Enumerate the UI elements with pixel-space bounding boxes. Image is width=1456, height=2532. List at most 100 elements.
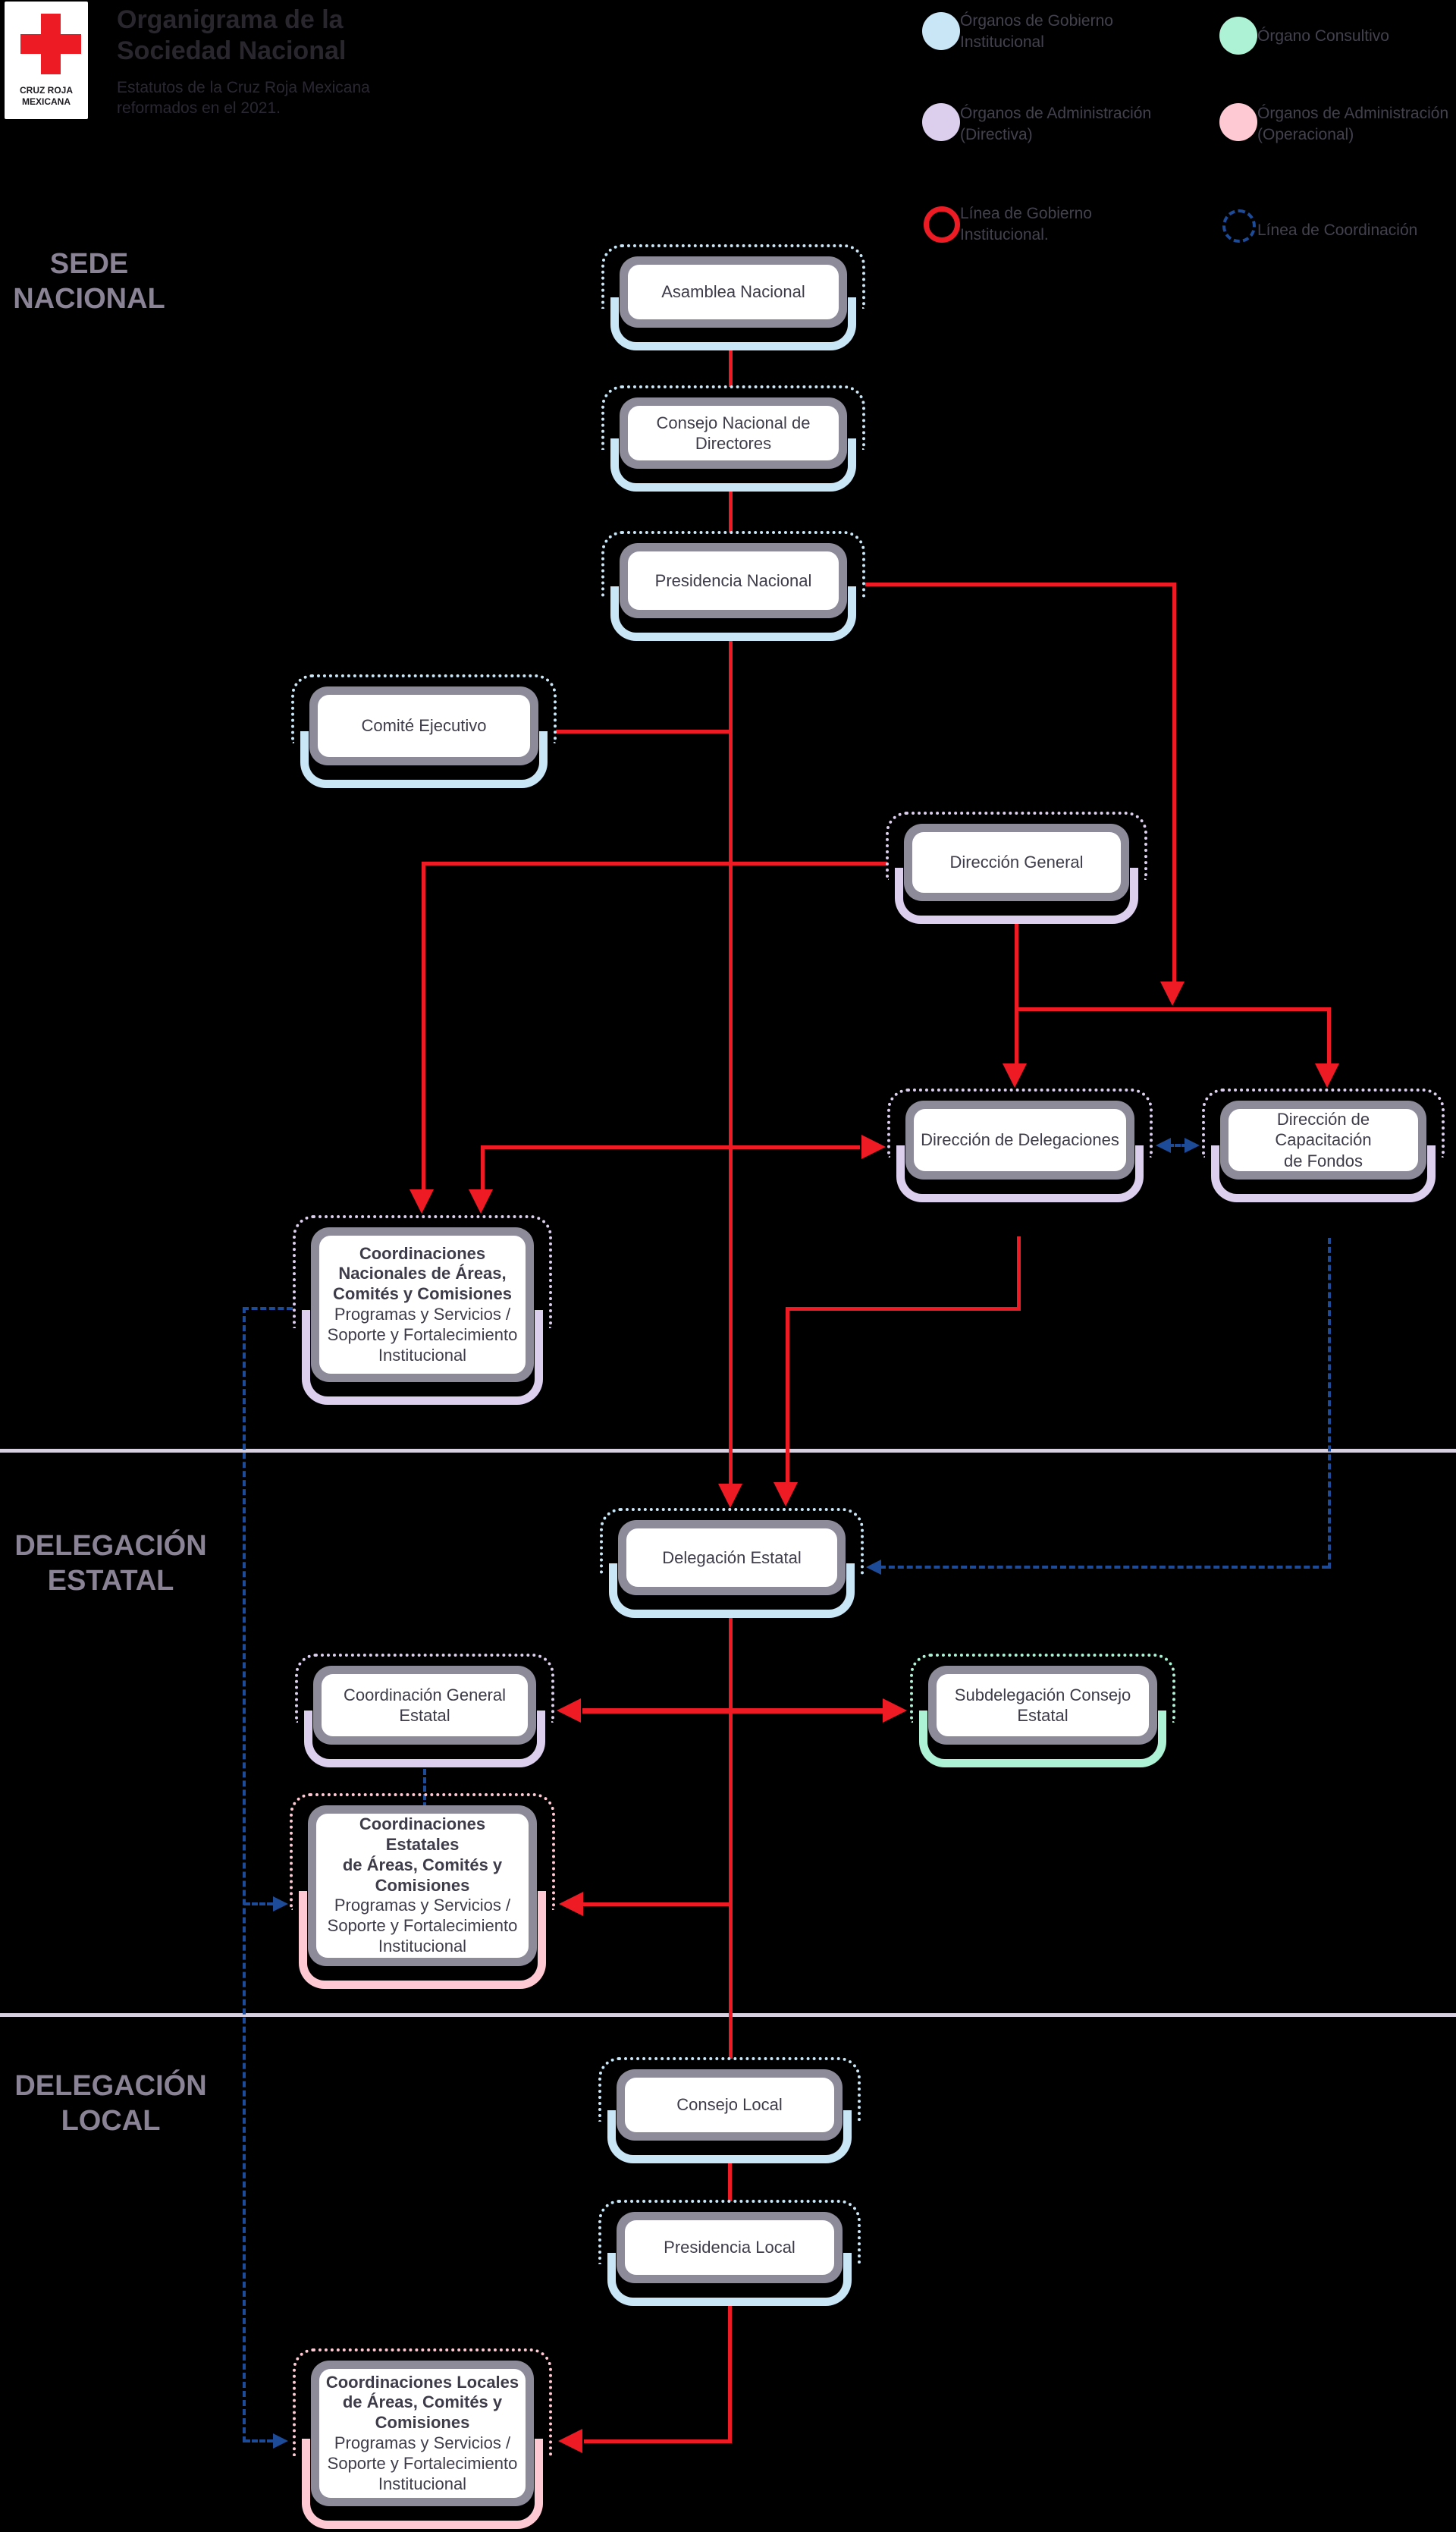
node-label: Dirección General xyxy=(949,853,1084,872)
section-divider xyxy=(0,1449,1456,1453)
section-label-sede-nacional: SEDE NACIONAL xyxy=(13,248,165,315)
edge-coordinacion-subdelegacion xyxy=(582,1708,883,1714)
node-label: Consejo Local xyxy=(676,2095,783,2115)
coord-left-spine xyxy=(243,1307,246,2442)
node-title: Coordinaciones Nacionales de Áreas, Comi… xyxy=(333,1243,512,1304)
legend-ring-gobierno-line-icon xyxy=(924,206,960,243)
legend-dot-consultivo-icon xyxy=(1219,17,1257,55)
legend-label: Órganos de Gobierno Institucional xyxy=(960,12,1113,52)
node-label: Consejo Nacional de Directores xyxy=(656,413,811,454)
page-title: Organigrama de la Sociedad Nacional xyxy=(117,5,347,66)
cruz-roja-logo: CRUZ ROJA MEXICANA xyxy=(5,2,88,119)
coord-capacitacion-down xyxy=(1328,1238,1331,1569)
edge-delegaciones-delegacion-estatal xyxy=(786,1307,789,1484)
edge-delegaciones-coordinaciones-bus xyxy=(481,1145,860,1149)
legend-ring-coordinacion-line-icon xyxy=(1222,209,1256,243)
node-subdelegacion-consejo-estatal: Subdelegación Consejo Estatal xyxy=(910,1654,1175,1767)
section-divider xyxy=(0,2013,1456,2017)
edge-into-coordinaciones-estatales xyxy=(580,1902,732,1906)
section-label-delegacion-estatal: DELEGACIÓN ESTATAL xyxy=(14,1530,207,1597)
coord-general-estatal-down xyxy=(423,1769,426,1808)
node-label: Asamblea Nacional xyxy=(661,282,805,302)
edge-presidencia-right xyxy=(865,583,1176,586)
edge-presidencia-delegacion-estatal xyxy=(729,639,733,1484)
legend-label: Órganos de Administración (Operacional) xyxy=(1257,105,1449,144)
edge-delegacion-estatal-consejo-local xyxy=(729,1618,733,2059)
node-delegacion-estatal: Delegación Estatal xyxy=(600,1508,864,1618)
node-label: Coordinación General Estatal xyxy=(343,1685,507,1726)
legend-dot-directiva-icon xyxy=(922,103,960,141)
edge-consejo-presidencia-local xyxy=(728,2163,732,2201)
node-label: Subdelegación Consejo Estatal xyxy=(954,1685,1131,1726)
node-coordinaciones-nacionales: Coordinaciones Nacionales de Áreas, Comi… xyxy=(293,1215,552,1405)
arrow-into-coordinacion-general-estatal xyxy=(557,1698,581,1723)
edge-direccion-general-delegaciones xyxy=(1015,922,1018,1065)
red-cross-icon xyxy=(20,34,81,54)
arrow-into-delegacion-estatal xyxy=(718,1484,742,1508)
node-label: Dirección de Delegaciones xyxy=(921,1130,1119,1150)
node-presidencia-local: Presidencia Local xyxy=(598,2200,861,2306)
edge-delegaciones-down xyxy=(1017,1236,1021,1310)
coord-capacitacion-delegacion-estatal xyxy=(880,1566,1328,1569)
arrow-into-coordinaciones-nacionales-2 xyxy=(469,1189,493,1214)
coord-branch-estatales xyxy=(244,1902,273,1905)
node-consejo-nacional-directores: Consejo Nacional de Directores xyxy=(601,385,865,492)
node-title: Coordinaciones Locales de Áreas, Comités… xyxy=(325,2372,519,2433)
node-coordinaciones-estatales: Coordinaciones Estatales de Áreas, Comit… xyxy=(290,1793,555,1989)
coord-delegaciones-capacitacion xyxy=(1168,1144,1188,1147)
arrow-into-coordinaciones-locales xyxy=(558,2429,582,2453)
node-label: Presidencia Local xyxy=(664,2238,795,2257)
page-subtitle: Estatutos de la Cruz Roja Mexicana refor… xyxy=(117,79,370,118)
coord-arrow-left xyxy=(1156,1138,1171,1153)
arrow-onto-direccion-bus xyxy=(1160,982,1185,1006)
node-subtitle: Programas y Servicios / Soporte y Fortal… xyxy=(327,1896,518,1956)
node-label: Comité Ejecutivo xyxy=(361,716,487,736)
legend-label: Línea de Gobierno Institucional. xyxy=(960,205,1092,244)
node-coordinaciones-locales: Coordinaciones Locales de Áreas, Comités… xyxy=(293,2348,552,2529)
legend-dot-operacional-icon xyxy=(1219,103,1257,141)
node-direccion-general: Dirección General xyxy=(886,812,1147,924)
coord-coordinaciones-nacionales-left xyxy=(243,1307,293,1310)
edge-presidencia-down-right xyxy=(1172,583,1176,983)
section-label-delegacion-local: DELEGACIÓN LOCAL xyxy=(14,2070,207,2137)
edge-bus-capacitacion xyxy=(1327,1007,1331,1065)
edge-into-coordinaciones-locales xyxy=(584,2439,732,2443)
node-asamblea-nacional: Asamblea Nacional xyxy=(601,244,865,350)
arrow-into-coordinaciones-nacionales-1 xyxy=(410,1189,434,1214)
node-label: Presidencia Nacional xyxy=(654,570,812,590)
coord-branch-locales xyxy=(244,2439,273,2442)
arrow-into-direccion-delegaciones xyxy=(1003,1063,1027,1088)
edge-direccion-bus xyxy=(1015,1007,1330,1011)
arrow-into-subdelegacion xyxy=(883,1698,907,1723)
arrow-into-direccion-capacitacion xyxy=(1315,1063,1339,1088)
node-subtitle: Programas y Servicios / Soporte y Fortal… xyxy=(327,1305,518,1365)
node-direccion-capacitacion-fondos: Dirección de Capacitación de Fondos xyxy=(1202,1089,1445,1202)
node-label: Dirección de Capacitación de Fondos xyxy=(1275,1109,1372,1170)
legend-dot-gobierno-icon xyxy=(922,12,960,50)
coord-arrow-into-delegacion-estatal xyxy=(866,1560,881,1575)
node-title: Coordinaciones Estatales de Áreas, Comit… xyxy=(342,1814,503,1895)
legend-label: Órganos de Administración (Directiva) xyxy=(960,105,1152,144)
node-direccion-delegaciones: Dirección de Delegaciones xyxy=(887,1089,1153,1202)
logo-text: CRUZ ROJA MEXICANA xyxy=(19,85,73,107)
arrow-into-coordinaciones-estatales xyxy=(559,1892,583,1916)
node-consejo-local: Consejo Local xyxy=(598,2057,861,2163)
node-presidencia-nacional: Presidencia Nacional xyxy=(601,531,865,641)
edge-delegaciones-elbow xyxy=(786,1307,1021,1311)
edge-direccion-general-left xyxy=(422,862,887,865)
edge-asamblea-consejo xyxy=(729,349,733,387)
arrow-into-direccion-delegaciones-left xyxy=(861,1135,886,1159)
edge-bus-down-coordinaciones-nacionales xyxy=(481,1145,485,1191)
edge-comite-ejecutivo xyxy=(556,730,730,734)
edge-down-coordinaciones-nacionales xyxy=(422,862,425,1191)
node-coordinacion-general-estatal: Coordinación General Estatal xyxy=(295,1654,554,1767)
coord-arrow-right xyxy=(1185,1138,1200,1153)
node-subtitle: Programas y Servicios / Soporte y Fortal… xyxy=(327,2433,518,2493)
node-comite-ejecutivo: Comité Ejecutivo xyxy=(291,674,557,788)
legend-label: Órgano Consultivo xyxy=(1257,27,1389,45)
node-label: Delegación Estatal xyxy=(662,1547,802,1567)
coord-arrow-into-coordinaciones-estatales xyxy=(273,1896,288,1912)
legend-label: Línea de Coordinación xyxy=(1257,221,1418,239)
edge-presidencia-local-down xyxy=(728,2306,732,2442)
